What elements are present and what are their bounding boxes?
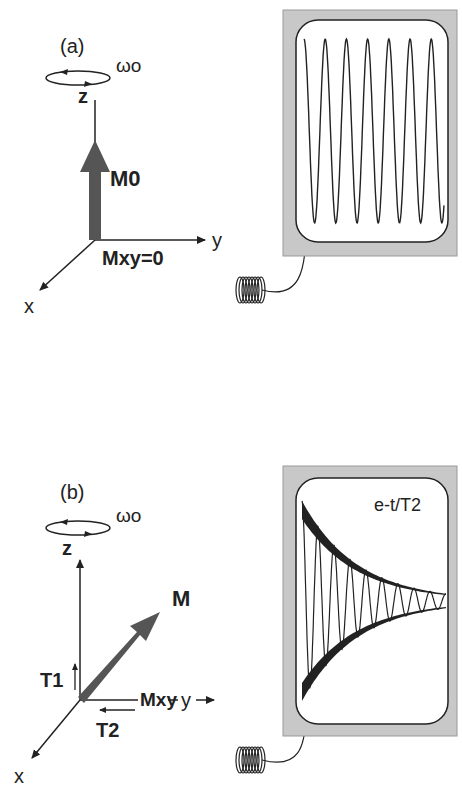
axis-label: y — [212, 230, 222, 250]
axis-label: x — [24, 296, 34, 316]
axis-label: y — [181, 690, 191, 710]
panel-b — [32, 466, 457, 773]
panel-letter: (b) — [60, 482, 84, 502]
panel-a — [40, 10, 457, 303]
axis-label: x — [14, 766, 24, 786]
magnetization-label: Mxy — [140, 690, 177, 709]
decay-label: e-t/T2 — [372, 496, 423, 514]
magnetization-label: M0 — [110, 168, 141, 190]
magnetization-label: Mxy=0 — [102, 248, 164, 268]
axis-label: z — [62, 538, 72, 558]
relaxation-label: T2 — [96, 720, 119, 740]
rotation-label: ωo — [116, 56, 141, 75]
axis-label: z — [78, 86, 88, 106]
magnetization-label: M — [172, 588, 190, 610]
rotation-label: ωo — [116, 506, 141, 525]
relaxation-label: T1 — [40, 670, 63, 690]
panel-letter: (a) — [60, 36, 84, 56]
